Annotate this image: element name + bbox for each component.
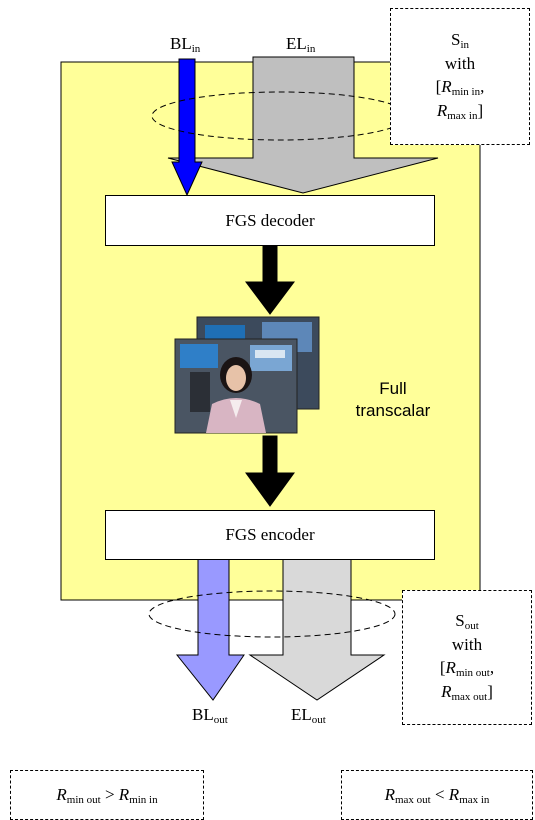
fgs-encoder-label: FGS encoder — [225, 525, 315, 544]
full-transcalar-label: Full transcalar — [348, 378, 438, 422]
fgs-encoder-box: FGS encoder — [105, 510, 435, 560]
el-out-arrow — [248, 557, 386, 701]
max-rate-condition: Rmax out < Rmax in — [341, 770, 533, 820]
bl-out-label: BLout — [192, 705, 228, 726]
s-out-box: Sout with [Rmin out, Rmax out] — [402, 590, 532, 725]
fgs-decoder-box: FGS decoder — [105, 195, 435, 246]
fgs-decoder-label: FGS decoder — [225, 210, 315, 230]
min-rate-condition: Rmin out > Rmin in — [10, 770, 204, 820]
el-out-label: ELout — [291, 705, 326, 726]
bl-in-label: BLin — [170, 34, 201, 55]
news-anchor-video-frames — [174, 316, 320, 434]
full-transcalar-line1: Full — [379, 379, 407, 398]
full-transcalar-line2: transcalar — [355, 401, 431, 421]
s-in-box: Sin with [Rmin in, Rmax in] — [390, 8, 530, 145]
el-in-arrow — [167, 56, 439, 194]
output-stream-ellipse — [148, 590, 396, 638]
bl-out-arrow — [175, 557, 245, 701]
decoder-to-video-arrow — [245, 245, 295, 315]
bl-in-arrow — [171, 58, 203, 197]
el-in-label: ELin — [286, 34, 316, 55]
video-to-encoder-arrow — [245, 435, 295, 507]
